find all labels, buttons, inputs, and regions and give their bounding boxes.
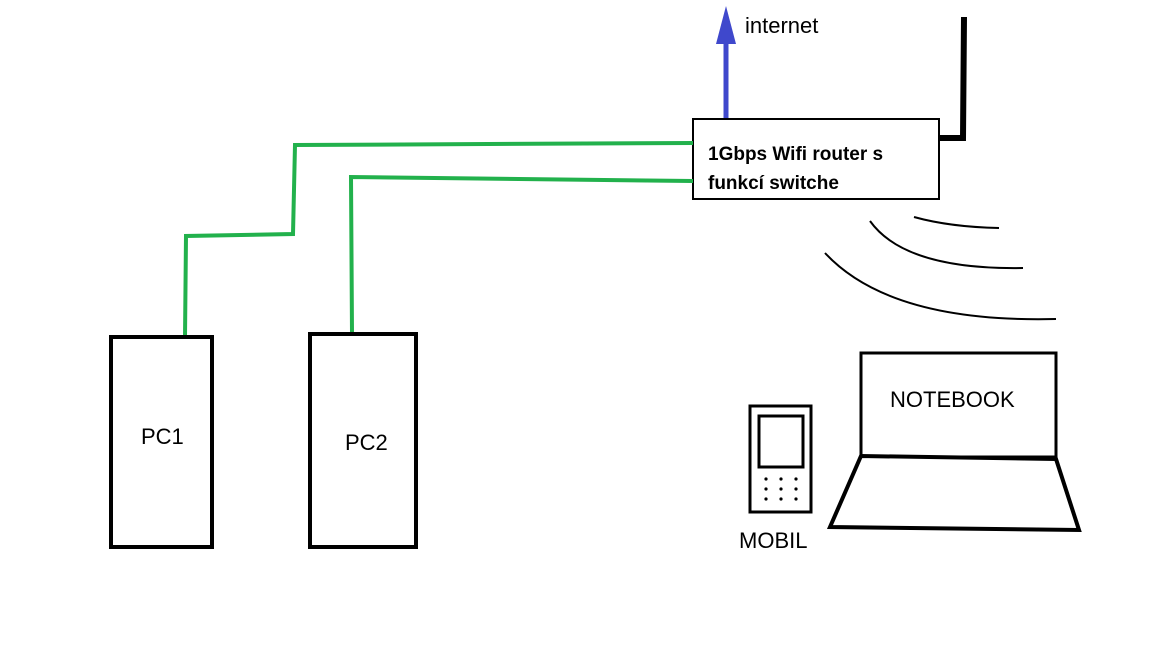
cable-pc2 (348, 174, 694, 335)
pc1-box (109, 335, 214, 549)
notebook-label: NOTEBOOK (890, 387, 1015, 412)
pc1-label: PC1 (141, 424, 184, 449)
router-label-line1: 1Gbps Wifi router s (708, 144, 883, 165)
router-label-line2: funkcí switche (708, 173, 839, 194)
mobile-phone-icon (748, 404, 813, 514)
mobil-label: MOBIL (739, 528, 807, 553)
router-antenna (940, 16, 967, 141)
router-box (692, 118, 940, 200)
notebook-icon (826, 351, 1082, 533)
wifi-signal-icon (824, 216, 1057, 321)
internet-label: internet (745, 13, 818, 38)
cable-pc1 (183, 141, 694, 338)
pc2-label: PC2 (345, 430, 388, 455)
internet-uplink-arrow (716, 6, 736, 120)
pc2-box (308, 332, 418, 549)
